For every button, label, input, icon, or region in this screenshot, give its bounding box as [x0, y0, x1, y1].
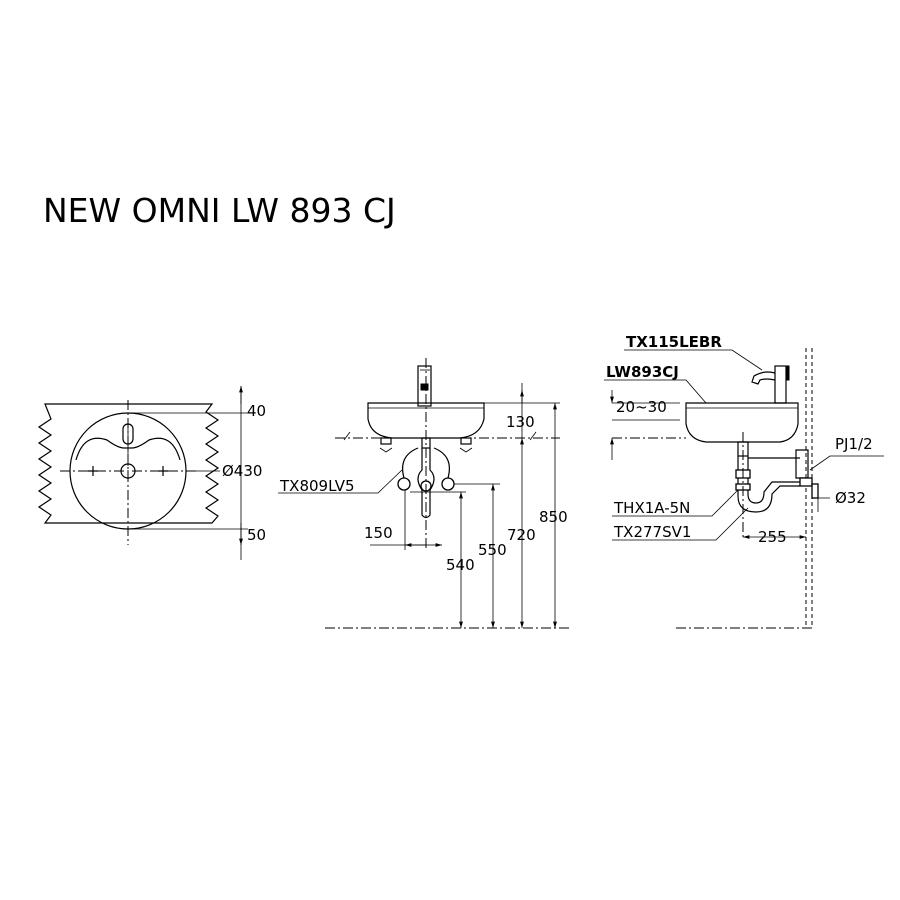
dim-offset-150: 150	[364, 524, 393, 542]
label-pj1-2: PJ1/2	[835, 435, 873, 453]
dim-diameter-430: Ø430	[222, 462, 262, 480]
label-tx277sv1: TX277SV1	[613, 523, 691, 541]
dim-thickness-20-30: 20~30	[616, 398, 667, 416]
label-tx115lebr: TX115LEBR	[626, 333, 722, 351]
label-lw893cj: LW893CJ	[606, 363, 679, 381]
dim-top-40: 40	[247, 402, 266, 420]
dim-depth-255: 255	[758, 528, 787, 546]
dim-rim-130: 130	[506, 413, 535, 431]
dim-height-540: 540	[446, 556, 475, 574]
top-view: 40 Ø430 50	[37, 386, 266, 560]
label-thx1a-5n: THX1A-5N	[613, 499, 690, 517]
dim-height-850: 850	[539, 508, 568, 526]
dim-pipe-32: Ø32	[835, 489, 866, 507]
side-view: 20~30 TX115LEBR LW893CJ PJ1/2 Ø32 THX1A-…	[604, 333, 884, 629]
dim-height-550: 550	[478, 541, 507, 559]
product-title: NEW OMNI LW 893 CJ	[43, 191, 396, 230]
dim-height-720: 720	[507, 526, 536, 544]
front-view: 150 130 540 550 720 850 TX809LV5	[278, 358, 570, 629]
label-tx809lv5: TX809LV5	[279, 477, 355, 495]
dim-bottom-50: 50	[247, 526, 266, 544]
